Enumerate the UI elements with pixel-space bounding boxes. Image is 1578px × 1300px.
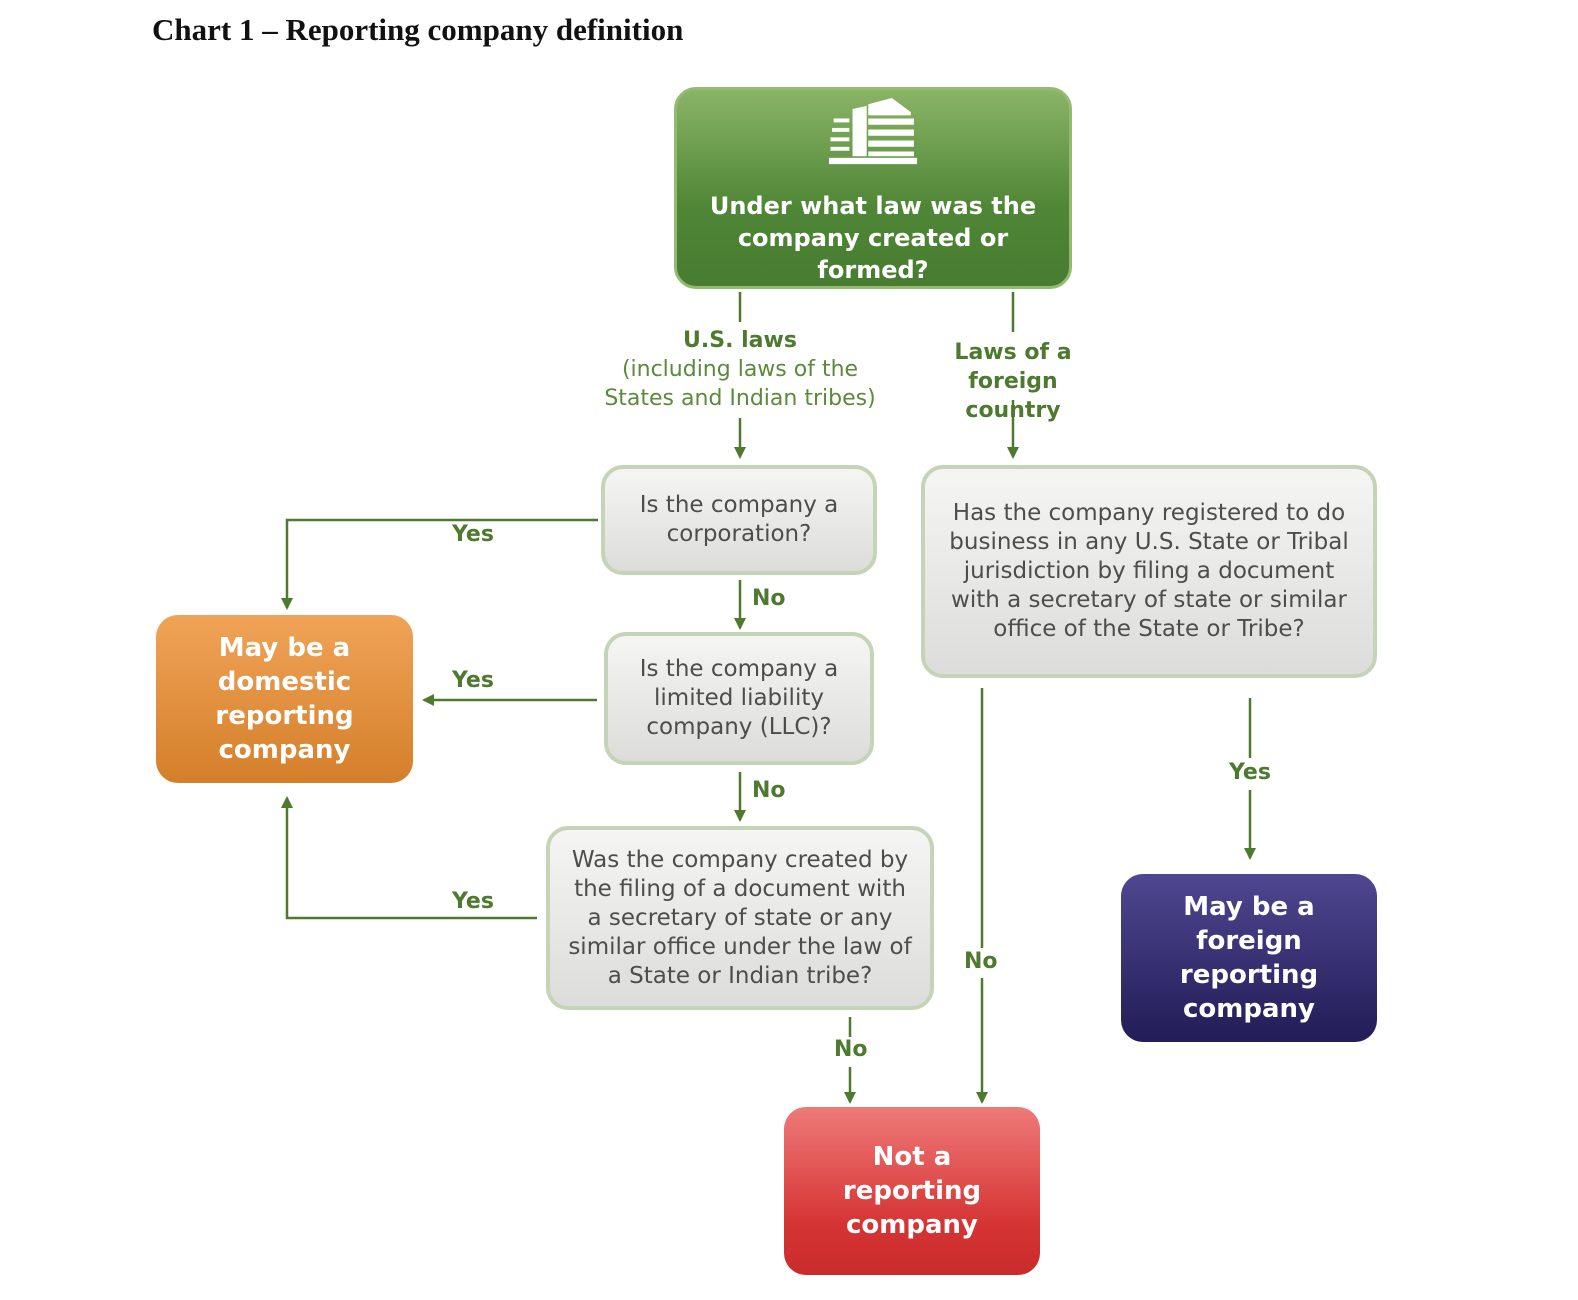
corporation-question-text: Is the company a corporation? [639,492,839,547]
root-question-node: Under what law was the company created o… [674,87,1072,302]
llc-yes-label: Yes [452,668,494,693]
filing-yes-arrow [281,796,537,920]
us-laws-label: U.S. laws (including laws of the States … [598,326,882,413]
registered-yes-label: Yes [1229,760,1271,785]
filing-question-node: Was the company created by the filing of… [546,826,934,1022]
corporation-yes-label: Yes [452,522,494,547]
foreign-reporting-company-node: May be a foreign reporting company [1121,874,1377,1058]
corporation-no-label: No [752,586,786,611]
foreign-registered-question-text: Has the company registered to do busines… [949,500,1349,642]
filing-no-label: No [834,1037,868,1062]
filing-question-text: Was the company created by the filing of… [568,846,912,989]
foreign-reporting-company-text: May be a foreign reporting company [1179,892,1319,1024]
foreign-registered-question-node: Has the company registered to do busines… [921,465,1377,690]
not-reporting-company-node: Not a reporting company [784,1107,1040,1291]
domestic-reporting-company-node: May be a domestic reporting company [156,615,413,799]
llc-question-text: Is the company a limited liability compa… [639,656,839,740]
llc-question-node: Is the company a limited liability compa… [604,632,874,777]
us-laws-title: U.S. laws [683,328,797,353]
domestic-reporting-company-text: May be a domestic reporting company [215,633,354,765]
filing-yes-label: Yes [452,889,494,914]
us-laws-detail: (including laws of the States and Indian… [604,357,876,411]
root-question-text: Under what law was the company created o… [709,192,1037,284]
corporation-yes-arrow [281,518,598,610]
llc-no-label: No [752,778,786,803]
registered-no-label: No [964,949,998,974]
foreign-laws-label: Laws of a foreign country [954,340,1072,423]
building-icon [828,98,918,165]
not-reporting-company-text: Not a reporting company [842,1142,982,1240]
page-title: Chart 1 – Reporting company definition [152,12,684,47]
corporation-question-node: Is the company a corporation? [601,465,877,587]
